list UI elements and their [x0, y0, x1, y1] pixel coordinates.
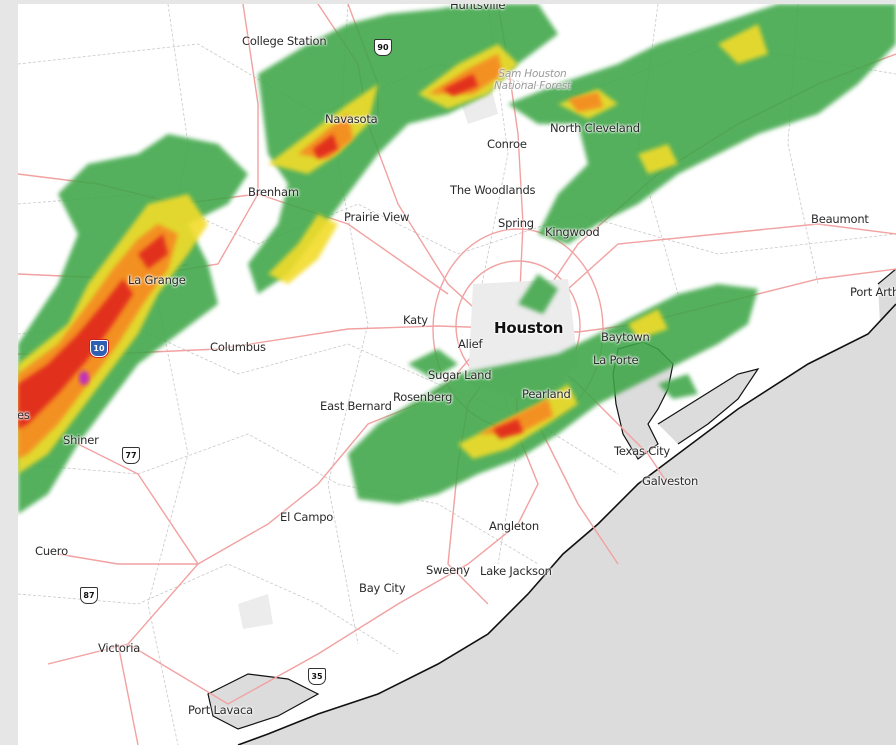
city-sugar-land: Sugar Land — [428, 368, 492, 382]
city-columbus: Columbus — [210, 340, 266, 354]
us-77-shield: 77 — [122, 447, 140, 464]
tx-35-shield: 35 — [308, 668, 326, 685]
city-la-grange: La Grange — [128, 273, 186, 287]
city-conroe: Conroe — [487, 137, 527, 151]
city-bay-city: Bay City — [359, 581, 406, 595]
city-alief: Alief — [458, 337, 483, 351]
us-90-shield: 90 — [374, 39, 392, 56]
us-87-shield: 87 — [80, 587, 98, 604]
city-galveston: Galveston — [642, 474, 699, 488]
city-katy: Katy — [403, 313, 428, 327]
forest-label-line1: Sam Houston — [498, 68, 567, 80]
city-el-campo: El Campo — [280, 510, 334, 524]
city-sweeny: Sweeny — [426, 563, 470, 577]
city-beaumont: Beaumont — [811, 212, 869, 226]
radar-map[interactable]: Sam Houston National Forest Huntsville C… — [18, 4, 896, 745]
city-prairie-view: Prairie View — [344, 210, 410, 224]
east-bay — [658, 369, 758, 444]
city-spring: Spring — [498, 216, 534, 230]
coastline — [237, 303, 896, 745]
city-pearland: Pearland — [522, 387, 571, 401]
city-schulenburg: les — [18, 408, 30, 422]
forest-label: Sam Houston National Forest — [494, 68, 571, 92]
city-port-lavaca: Port Lavaca — [188, 703, 253, 717]
sabine-lake — [878, 269, 896, 334]
city-huntsville: Huntsville — [450, 4, 506, 12]
city-victoria: Victoria — [98, 641, 141, 655]
map-canvas — [18, 4, 896, 745]
city-kingwood: Kingwood — [545, 225, 600, 239]
forest-label-line2: National Forest — [494, 80, 571, 92]
city-lake-jackson: Lake Jackson — [480, 564, 552, 578]
city-brenham: Brenham — [248, 185, 299, 199]
matagorda-bay — [208, 674, 318, 729]
city-shiner: Shiner — [63, 433, 99, 447]
bay-shoreline — [207, 268, 896, 730]
city-port-arthur: Port Arth — [850, 285, 896, 299]
city-baytown: Baytown — [601, 330, 650, 344]
city-navasota: Navasota — [325, 112, 378, 126]
city-college-station: College Station — [242, 34, 327, 48]
radar-red-layer — [18, 74, 523, 439]
city-north-cleveland: North Cleveland — [550, 121, 640, 135]
radar-hail-core — [79, 371, 89, 385]
city-angleton: Angleton — [489, 519, 539, 533]
city-east-bernard: East Bernard — [320, 399, 392, 413]
city-houston: Houston — [494, 319, 564, 337]
city-texas-city: Texas City — [614, 444, 670, 458]
city-the-woodlands: The Woodlands — [450, 183, 536, 197]
city-rosenberg: Rosenberg — [393, 390, 453, 404]
i-10-shield: 10 — [90, 340, 108, 357]
city-la-porte: La Porte — [593, 353, 639, 367]
city-cuero: Cuero — [35, 544, 68, 558]
